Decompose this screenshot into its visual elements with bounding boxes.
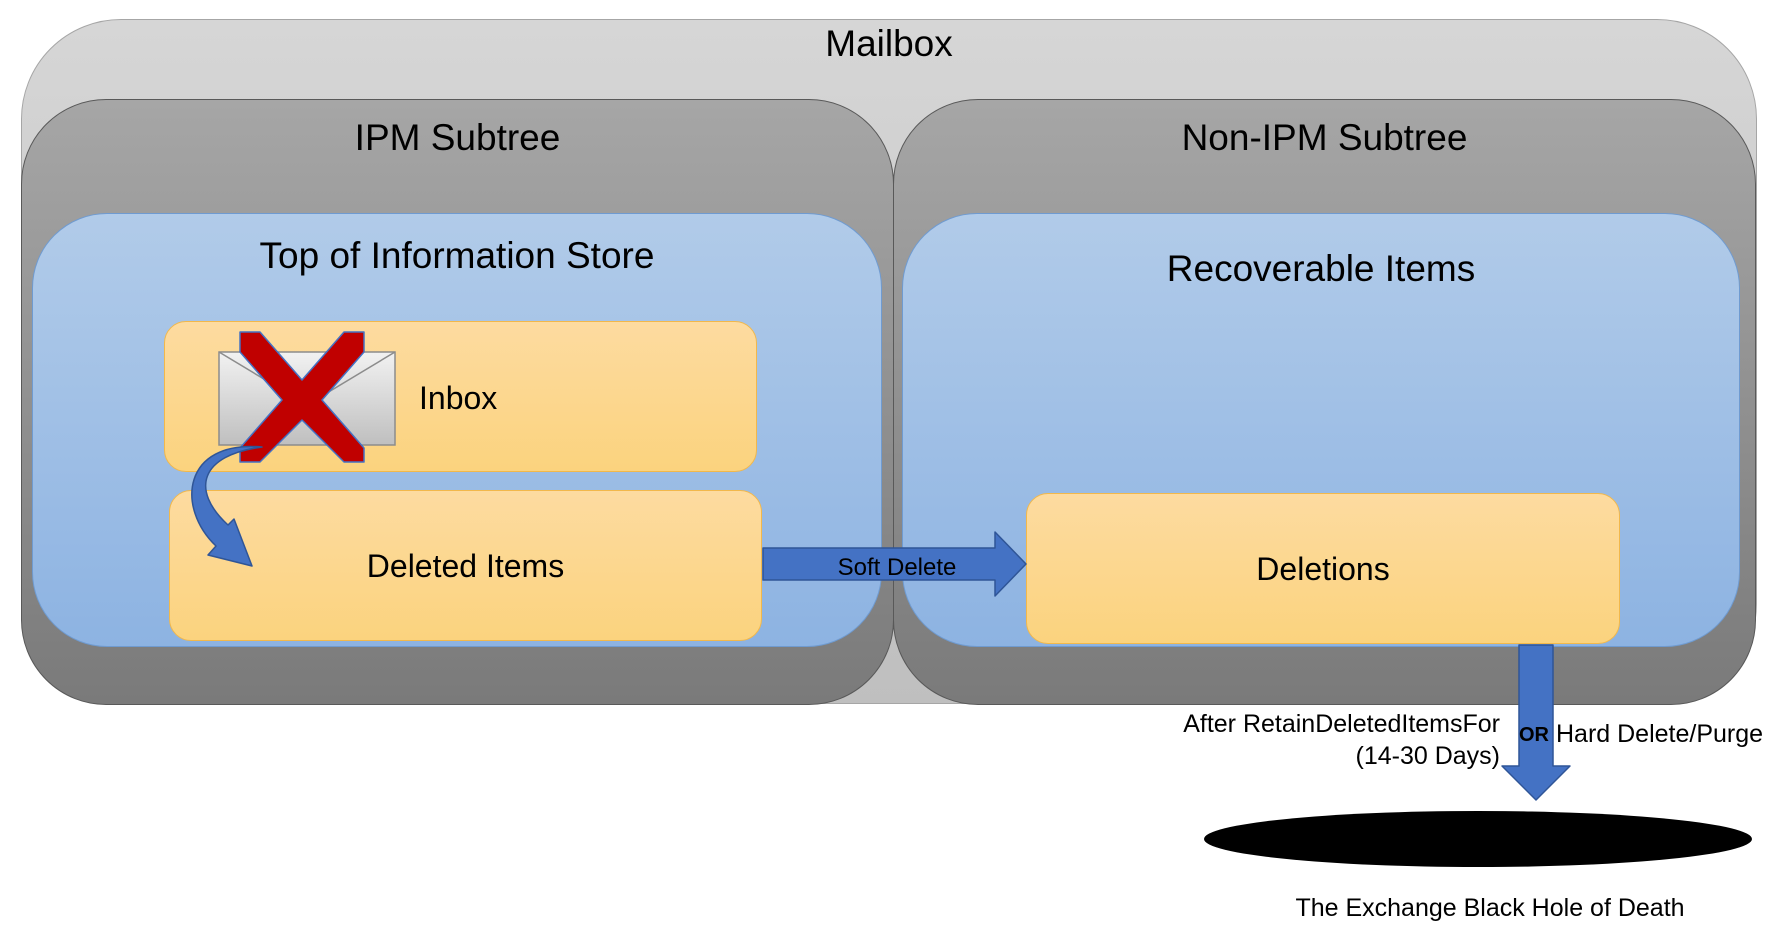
deleted-items-folder [169, 490, 762, 641]
move-to-deleted-arrow [191, 445, 263, 567]
non-ipm-subtree-title: Non-IPM Subtree [1181, 117, 1468, 158]
deletions-label: Deletions [1256, 551, 1390, 587]
black-hole [1204, 811, 1752, 867]
delete-x-icon [239, 331, 365, 463]
or-label: OR [1519, 724, 1549, 746]
retention-label-line1: After RetainDeletedItemsFor [1183, 710, 1500, 738]
purge-arrow [1501, 644, 1571, 801]
soft-delete-label: Soft Delete [837, 554, 957, 581]
retention-label: After RetainDeletedItemsFor (14-30 Days) [1100, 708, 1500, 772]
inbox-label: Inbox [419, 380, 498, 416]
retention-label-line2: (14-30 Days) [1355, 742, 1501, 770]
recoverable-items-title: Recoverable Items [1166, 248, 1476, 289]
hard-delete-label: Hard Delete/Purge [1556, 720, 1764, 748]
black-hole-label: The Exchange Black Hole of Death [1295, 894, 1685, 922]
top-of-information-store-title: Top of Information Store [259, 235, 655, 276]
deleted-items-label: Deleted Items [366, 548, 565, 584]
ipm-subtree-title: IPM Subtree [354, 117, 561, 158]
mailbox-title: Mailbox [825, 23, 953, 64]
deletions-folder [1026, 493, 1620, 644]
soft-delete-arrow [762, 531, 1027, 597]
